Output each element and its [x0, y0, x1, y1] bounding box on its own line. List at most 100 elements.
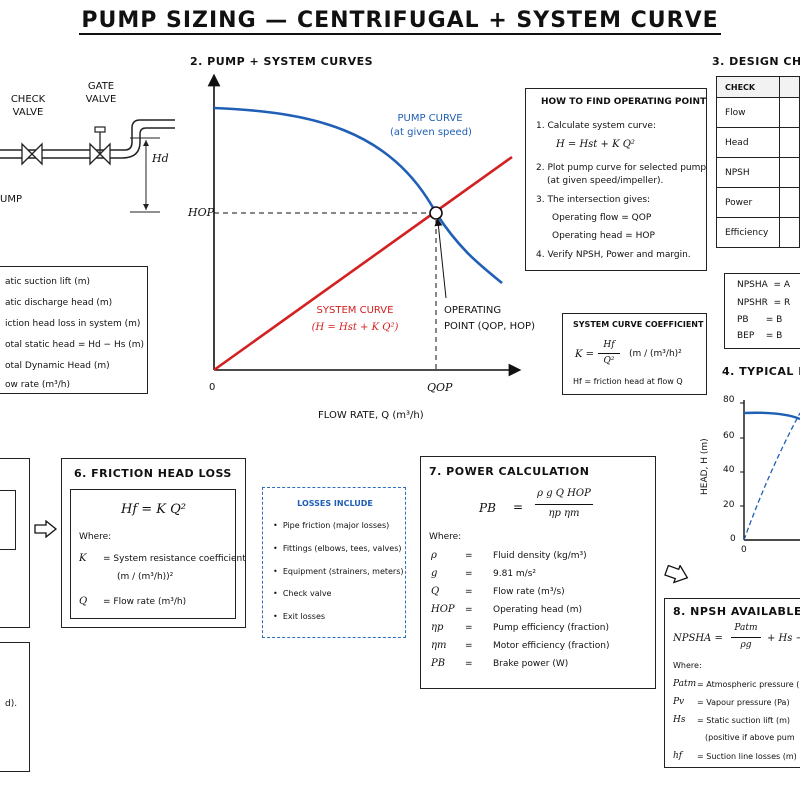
section7-heading: 7. POWER CALCULATION [429, 465, 590, 478]
losses-heading: LOSSES INCLUDE [297, 499, 373, 508]
losses-box: LOSSES INCLUDE • Pipe friction (major lo… [262, 487, 406, 638]
hop-label: HOP [188, 206, 215, 219]
sys-coef-heading: SYSTEM CURVE COEFFICIENT [573, 320, 704, 329]
sys-coef-box: SYSTEM CURVE COEFFICIENT K = Hf Q² (m / … [562, 313, 707, 395]
how-to-step: 4. Verify NPSH, Power and margin. [536, 250, 691, 260]
var-symbol: Hs [673, 715, 686, 725]
table-row: Head [715, 127, 781, 158]
how-to-step: 1. Calculate system curve: [536, 121, 656, 131]
var-symbol: PB [431, 658, 446, 669]
arrow-down-right-icon [664, 565, 689, 584]
var-desc: Flow rate (m³/s) [493, 587, 565, 597]
power-lhs: PB [479, 501, 496, 515]
tick-label: 20 [723, 500, 735, 510]
var-desc: Pump efficiency (fraction) [493, 623, 609, 633]
var-symbol: Q [431, 586, 440, 597]
legend-item: otal Dynamic Head (m) [5, 361, 110, 371]
section6-box: 6. FRICTION HEAD LOSS Hf = K Q² Where: K… [61, 458, 246, 628]
abbrev-value: = B [765, 331, 783, 341]
table-header: CHECK [715, 76, 781, 98]
var-desc: (m / (m³/h))² [117, 572, 174, 582]
section5-inner-fragment [0, 490, 16, 550]
pump-curve [213, 106, 503, 285]
table-row: Flow [715, 97, 781, 128]
x-axis-label: FLOW RATE, Q (m³/h) [318, 410, 424, 421]
chart-origin: 0 [209, 382, 216, 393]
page-title: PUMP SIZING — CENTRIFUGAL + SYSTEM CURVE [79, 8, 721, 35]
legend-box: atic suction lift (m) atic discharge hea… [0, 266, 148, 394]
list-item: Pipe friction (major losses) [282, 521, 390, 530]
how-to-step: 3. The intersection gives: [536, 195, 651, 205]
abbrev-value: = R [773, 298, 791, 308]
fragment-text: d). [5, 699, 18, 709]
npsh-rest: + Hs − [767, 633, 800, 644]
sys-coef-num: Hf [603, 340, 615, 350]
typical-head-curve [743, 411, 800, 421]
var-desc: Operating head (m) [493, 605, 582, 615]
table-row: Efficiency [715, 217, 781, 248]
abbrev-box: NPSHA = A NPSHR = R PB = B BEP = B [724, 273, 800, 349]
friction-equation: Hf = K Q² [121, 502, 187, 517]
system-curve [213, 155, 513, 372]
check-valve-icon [21, 142, 43, 166]
list-item: Fittings (elbows, tees, valves) [282, 544, 402, 553]
var-symbol: ρ [431, 550, 437, 561]
section4-y-label: HEAD, H (m) [700, 438, 710, 495]
table-row: NPSH [715, 157, 781, 188]
abbrev-key: PB [737, 315, 749, 325]
abbrev-key: BEP [737, 331, 755, 341]
how-to-equation: H = Hst + K Q² [556, 139, 635, 150]
design-check-table: CHECK Flow Head NPSH Power Efficiency [715, 76, 800, 248]
var-desc: = Flow rate (m³/h) [103, 597, 187, 607]
power-den: ηp ηm [548, 508, 580, 519]
var-desc: = Suction line losses (m) [697, 752, 797, 761]
var-desc: Motor efficiency (fraction) [493, 641, 610, 651]
legend-item: ow rate (m³/h) [5, 380, 71, 390]
operating-point-pointer [434, 218, 447, 299]
abbrev-key: NPSHA [737, 280, 768, 290]
var-desc: Fluid density (kg/m³) [493, 551, 587, 561]
typical-curve-chart [740, 400, 800, 541]
section7-box: 7. POWER CALCULATION PB = ρ g Q HOP ηp η… [420, 456, 656, 689]
var-symbol: Patm [673, 679, 697, 689]
section4-heading: 4. TYPICAL P [722, 365, 800, 378]
var-desc: = Static suction lift (m) [697, 716, 791, 725]
section3-heading: 3. DESIGN CH [712, 55, 800, 68]
pump-curve-label: PUMP CURVE(at given speed) [390, 113, 472, 138]
abbrev-value: = A [773, 280, 791, 290]
tick-label: 60 [723, 431, 735, 441]
hd-label: Hd [152, 152, 169, 165]
tick-label: 80 [723, 395, 735, 405]
where-label: Where: [79, 532, 112, 542]
abbrev-key: NPSHR [737, 298, 768, 308]
legend-item: iction head loss in system (m) [5, 319, 141, 329]
section6-inner: Hf = K Q² Where: K = System resistance c… [70, 489, 246, 619]
system-curve-label: SYSTEM CURVE(H = Hst + K Q²) [311, 305, 399, 333]
var-desc: = Vapour pressure (Pa) [697, 698, 790, 707]
qop-label: QOP [427, 381, 453, 394]
section8-box: 8. NPSH AVAILABLE (NPS NPSHA = Patm ρg +… [664, 598, 800, 768]
section2-heading: 2. PUMP + SYSTEM CURVES [190, 55, 374, 68]
left-bottom-fragment: d). [0, 642, 30, 772]
power-eq-sign: = [513, 500, 524, 514]
how-to-step: (at given speed/impeller). [547, 176, 664, 186]
legend-item: atic suction lift (m) [5, 277, 90, 287]
var-desc: Brake power (W) [493, 659, 569, 669]
var-symbol: ηm [431, 640, 447, 651]
where-label: Where: [429, 532, 462, 542]
how-to-result: Operating head = HOP [552, 231, 655, 241]
abbrev-value: = B [765, 315, 783, 325]
var-symbol: K [79, 553, 87, 564]
tick-label: 0 [730, 534, 736, 544]
var-symbol: hf [673, 751, 683, 761]
var-desc: = Atmospheric pressure ( [697, 680, 800, 689]
legend-item: otal static head = Hd − Hs (m) [5, 340, 145, 350]
list-item: Check valve [282, 589, 332, 598]
where-label: Where: [673, 661, 702, 670]
how-to-box: HOW TO FIND OPERATING POINT 1. Calculate… [525, 88, 707, 271]
how-to-heading: HOW TO FIND OPERATING POINT [541, 97, 707, 107]
var-symbol: g [431, 568, 438, 579]
npsh-den: ρg [740, 640, 752, 650]
